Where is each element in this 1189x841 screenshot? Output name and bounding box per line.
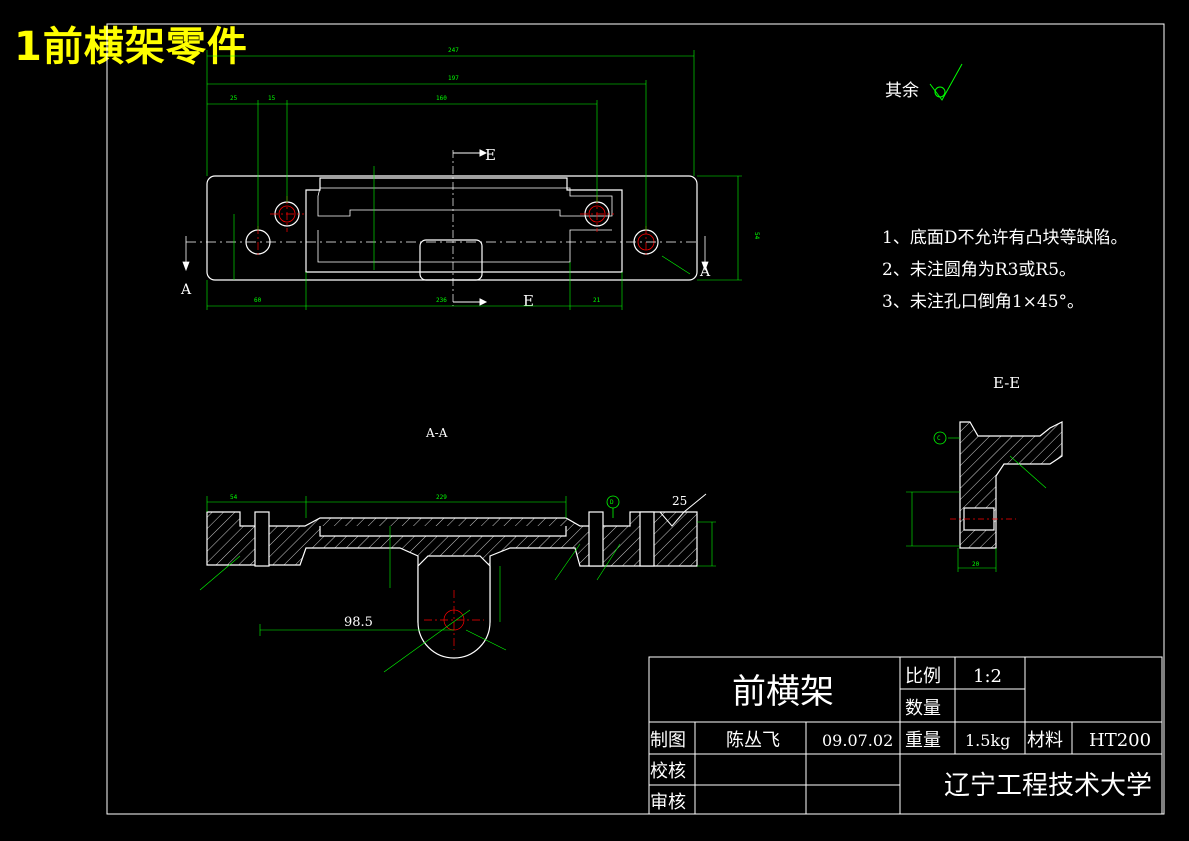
tb-material-value: HT200 bbox=[1089, 730, 1151, 751]
ee-dimensions bbox=[906, 437, 1047, 572]
view-aa-label: A-A bbox=[425, 426, 448, 440]
hole-top-right-inner bbox=[588, 205, 606, 223]
tb-drawn-label: 制图 bbox=[650, 730, 686, 751]
tb-scale-value: 1:2 bbox=[973, 666, 1002, 687]
view-ee-label: E-E bbox=[993, 374, 1020, 392]
surface-finish-symbol bbox=[929, 63, 963, 101]
aa-hole-left bbox=[254, 511, 270, 567]
page-title: 1前横架零件 bbox=[14, 24, 248, 70]
section-ee-cutmarks bbox=[453, 149, 488, 306]
tb-material-label: 材料 bbox=[1027, 730, 1063, 751]
aa-dim-98-5: 98.5 bbox=[344, 615, 373, 630]
datum-d-label: D bbox=[610, 499, 614, 506]
section-a-right-label: A bbox=[699, 264, 711, 280]
section-ee-view bbox=[959, 421, 1063, 549]
top-view-inner-step bbox=[317, 187, 613, 217]
datum-c-symbol bbox=[933, 431, 947, 445]
aa-dimensions bbox=[199, 496, 716, 673]
section-e-top-label: E bbox=[485, 146, 496, 164]
section-e-bottom-label: E bbox=[523, 292, 534, 310]
aa-dim-54: 54 bbox=[230, 494, 238, 501]
aa-hole-right bbox=[588, 511, 604, 567]
roughness-value: 25 bbox=[672, 494, 687, 508]
title-block bbox=[648, 656, 1163, 815]
section-aa-view bbox=[206, 511, 698, 659]
tb-drawn-by: 陈丛飞 bbox=[726, 730, 780, 751]
tb-part-name: 前横架 bbox=[732, 672, 834, 712]
rest-finish-label: 其余 bbox=[885, 81, 919, 101]
dim-15: 15 bbox=[268, 95, 276, 102]
dim-21: 21 bbox=[593, 297, 601, 304]
dim-236: 236 bbox=[436, 297, 447, 304]
dim-25: 25 bbox=[230, 95, 238, 102]
tb-date: 09.07.02 bbox=[822, 731, 893, 750]
top-view-dimensions bbox=[206, 50, 742, 310]
tb-scale-label: 比例 bbox=[905, 666, 941, 687]
ee-dim-20: 20 bbox=[972, 561, 980, 568]
note-1: 1、底面D不允许有凸块等缺陷。 bbox=[882, 228, 1127, 248]
top-view-slot bbox=[419, 239, 483, 281]
section-aa-cutline bbox=[182, 236, 709, 272]
aa-dim-texts: 54 229 98.5 bbox=[230, 494, 447, 630]
note-3: 3、未注孔口倒角1×45°。 bbox=[882, 292, 1084, 312]
top-view-centerlines bbox=[257, 150, 647, 306]
top-view-channel bbox=[305, 177, 623, 273]
top-view bbox=[206, 175, 698, 281]
datum-d-symbol bbox=[606, 495, 620, 518]
sheet-border bbox=[106, 23, 1165, 815]
dim-54: 54 bbox=[753, 232, 760, 240]
datum-c-label: C bbox=[937, 435, 941, 442]
dim-160: 160 bbox=[436, 95, 447, 102]
hole-top-left-inner bbox=[278, 205, 296, 223]
tb-qty-label: 数量 bbox=[905, 698, 941, 719]
top-view-dim-texts: 247 197 160 25 15 60 236 21 54 bbox=[230, 47, 760, 304]
aa-hole-right2 bbox=[639, 511, 655, 567]
aa-dim-229: 229 bbox=[436, 494, 447, 501]
tb-check-label: 校核 bbox=[650, 761, 686, 782]
tb-school: 辽宁工程技术大学 bbox=[944, 771, 1152, 801]
tb-weight-value: 1.5kg bbox=[965, 731, 1010, 750]
aa-channel bbox=[319, 526, 567, 537]
tb-review-label: 审核 bbox=[650, 792, 686, 813]
section-a-left-label: A bbox=[180, 282, 192, 298]
top-view-outline bbox=[206, 175, 698, 281]
title-block-texts: 前横架 比例 1:2 数量 制图 陈丛飞 09.07.02 重量 1.5kg 材… bbox=[650, 666, 1152, 813]
roughness-symbol bbox=[659, 493, 707, 527]
dim-197: 197 bbox=[448, 75, 459, 82]
note-2: 2、未注圆角为R3或R5。 bbox=[882, 260, 1076, 280]
dim-60: 60 bbox=[254, 297, 262, 304]
tb-weight-label: 重量 bbox=[905, 730, 941, 751]
dim-247: 247 bbox=[448, 47, 459, 54]
technical-notes: 1、底面D不允许有凸块等缺陷。 2、未注圆角为R3或R5。 3、未注孔口倒角1×… bbox=[882, 228, 1127, 312]
top-view-inner-lower bbox=[317, 229, 612, 263]
